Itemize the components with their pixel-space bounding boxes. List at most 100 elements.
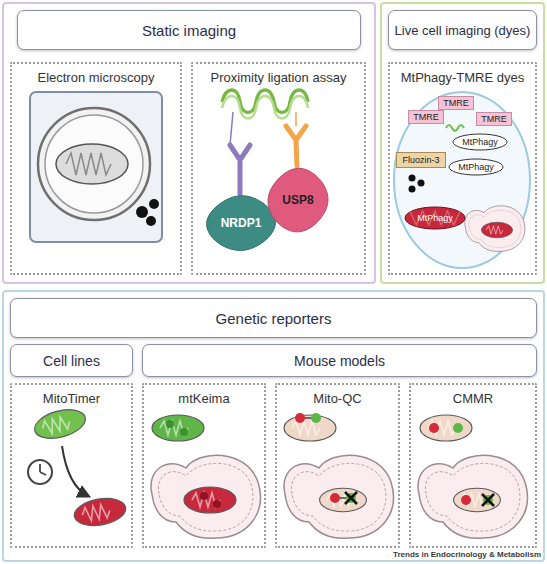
electron-micrograph (30, 92, 162, 242)
method-title: Proximity ligation assay (193, 70, 364, 85)
electron-micrograph (56, 144, 128, 184)
mtkeima-art (166, 420, 174, 428)
live-cell-art (465, 206, 525, 252)
method-box: Electron microscopy (10, 62, 182, 275)
method-box: CMMR (409, 383, 537, 548)
cmmr-art (418, 455, 527, 538)
mitotimer-art (62, 446, 88, 496)
group-header: Cell lines (10, 344, 133, 377)
method-box: USP8NRDP1Proximity ligation assay (191, 62, 366, 275)
live-cell-art (446, 125, 464, 131)
method-title: MitoTimer (12, 391, 131, 406)
mtkeima-art (152, 415, 204, 441)
dye-tag-shape (439, 97, 474, 110)
probe-ellipse-shape (449, 159, 503, 175)
method-title: Electron microscopy (12, 70, 180, 85)
probe-label: MtPhagy (452, 133, 508, 151)
electron-micrograph (149, 199, 159, 209)
cmmr-art (483, 495, 493, 505)
probe-label: MtPhagy (404, 206, 466, 230)
mito-qc-art (284, 415, 336, 441)
mitotimer-art (28, 460, 52, 484)
mtkeima-art (180, 428, 188, 436)
probe-label: MtPhagy (448, 158, 504, 176)
dye-label: TMRE (476, 112, 512, 126)
protein-label: USP8 (262, 162, 334, 238)
cmmr-art (453, 423, 463, 433)
method-title: MtPhagy-TMRE dyes (390, 70, 535, 85)
dye-tag-shape (397, 153, 446, 168)
mtkeima-art (151, 455, 260, 538)
mitotimer-art (40, 464, 46, 475)
mtkeima-art (151, 415, 260, 538)
dye-label: TMRE (408, 110, 444, 124)
cmmr-art (429, 423, 439, 433)
live-cell-art (394, 92, 530, 268)
dye-label: Fluozin-3 (396, 152, 446, 168)
method-box: MitoTimer (10, 383, 133, 548)
mito-qc-art (295, 413, 305, 423)
live-cell-art (394, 92, 530, 268)
section-panel: TMRETMRETMREMtPhagyFluozin-3MtPhagyMtPha… (380, 2, 545, 284)
section-heading: Live cell imaging (dyes) (388, 10, 537, 50)
journal-credit: Trends in Endocrinology & Metabolism (393, 550, 541, 559)
cmmr-art (482, 494, 494, 506)
cmmr-art (418, 415, 527, 538)
mtkeima-art (200, 492, 208, 500)
method-box: TMRETMRETMREMtPhagyFluozin-3MtPhagyMtPha… (388, 62, 537, 275)
probe-ellipse: MtPhagy (452, 133, 508, 151)
mitochondrion-box: MtPhagy (404, 206, 466, 230)
live-cell-art (418, 180, 425, 187)
live-cell-art (481, 222, 512, 238)
mito-qc-art (330, 493, 340, 503)
mito-qc-art (284, 413, 393, 538)
probe-ellipse: MtPhagy (448, 158, 504, 176)
method-box: Mito-QC (275, 383, 400, 548)
proximity-ligation-art (230, 112, 233, 145)
mtkeima-art (184, 487, 236, 513)
dye-tag: TMRE (408, 110, 444, 124)
electron-micrograph (38, 108, 150, 220)
electron-micrograph (30, 92, 162, 242)
cmmr-art (420, 415, 472, 441)
mito-qc-art (345, 492, 357, 504)
electron-micrograph (136, 206, 148, 218)
cmmr-art (454, 488, 501, 511)
proximity-ligation-art (222, 90, 308, 113)
method-title: Mito-QC (277, 391, 398, 406)
method-box: mtKeima (142, 383, 266, 548)
group-title: Cell lines (11, 345, 132, 376)
mitochondrion-shape (405, 207, 465, 229)
dye-label: TMRE (438, 96, 474, 110)
section-panel: Electron microscopy USP8NRDP1Proximity li… (2, 2, 376, 284)
proximity-ligation-art (295, 112, 297, 126)
dye-tag: Fluozin-3 (396, 152, 446, 168)
mitotimer-art (72, 495, 128, 530)
method-title: mtKeima (144, 391, 264, 406)
proximity-ligation-art (286, 126, 306, 166)
mito-qc-art (346, 493, 356, 503)
live-cell-art (409, 186, 416, 193)
live-cell-art (409, 175, 416, 182)
electron-micrograph (45, 115, 143, 213)
cmmr-art (461, 495, 471, 505)
dye-tag-shape (477, 113, 512, 126)
proximity-ligation-art (230, 145, 250, 194)
probe-ellipse-shape (453, 134, 507, 150)
method-title: CMMR (411, 391, 535, 406)
group-header: Mouse models (142, 344, 537, 377)
mito-qc-art (284, 455, 393, 538)
group-title: Mouse models (143, 345, 536, 376)
electron-micrograph (146, 216, 156, 226)
mtkeima-art (213, 500, 221, 508)
dye-tag: TMRE (438, 96, 474, 110)
mito-qc-art (311, 413, 321, 423)
dye-tag-shape (409, 111, 444, 124)
section-panel: Cell lines Mouse modelsMitoTimer mtKeima Mi… (2, 290, 545, 562)
electron-micrograph (66, 153, 111, 175)
mitotimer-art (28, 405, 128, 530)
proximity-ligation-art (222, 96, 308, 119)
section-heading: Static imaging (17, 10, 361, 50)
protein-blob: USP8 (262, 162, 334, 238)
